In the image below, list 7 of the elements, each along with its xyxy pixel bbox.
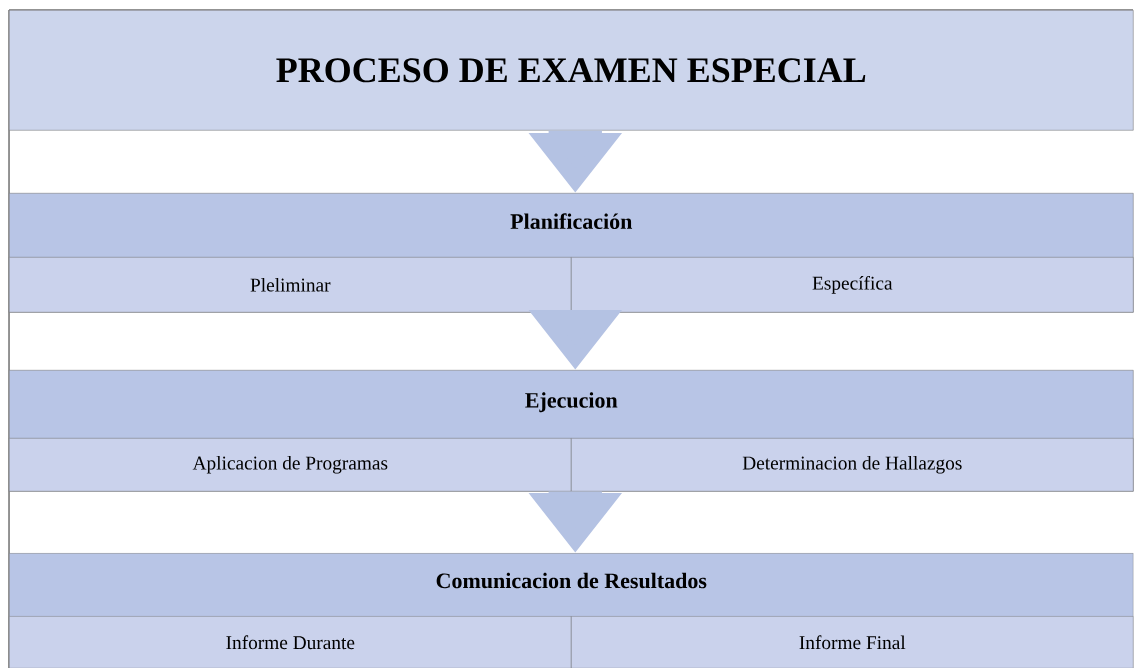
title-box: PROCESO DE EXAMEN ESPECIAL bbox=[9, 10, 1134, 131]
subtask-cell: Informe Final bbox=[571, 616, 1134, 668]
subtask-cell: Pleliminar bbox=[9, 257, 572, 313]
subtask-cell: Aplicacion de Programas bbox=[9, 438, 572, 492]
subtask-cell: Específica bbox=[571, 257, 1134, 313]
subtask-cell: Determinacion de Hallazgos bbox=[571, 438, 1134, 492]
subtask-cell: Informe Durante bbox=[9, 616, 572, 668]
